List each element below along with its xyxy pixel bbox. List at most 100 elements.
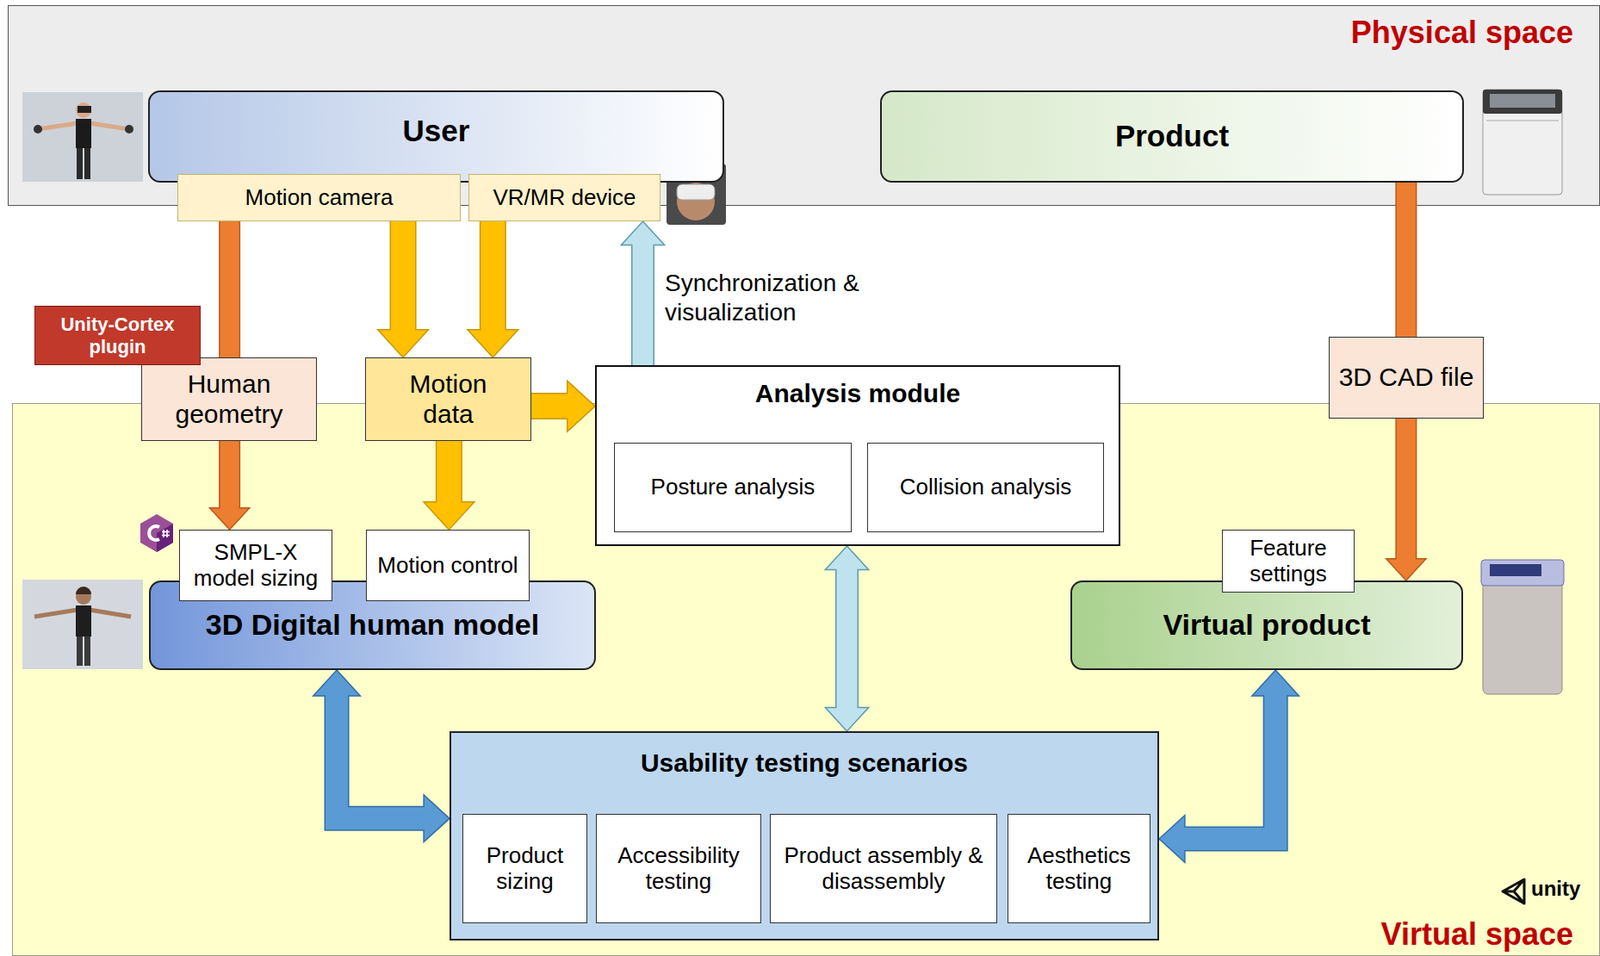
arrow-outline xyxy=(1395,418,1417,559)
head xyxy=(75,589,92,605)
arrow-shaft xyxy=(480,221,505,332)
node-label: Product sizing xyxy=(466,843,583,895)
node-label: Product assembly & disassembly xyxy=(774,843,993,895)
process-box: UserMotion cameraVR/MR device xyxy=(148,90,725,183)
arrow-head xyxy=(210,508,250,530)
washer-body xyxy=(1482,576,1563,695)
node-label: Physical space xyxy=(1351,14,1574,50)
region-band: Physical spaceUserMotion cameraVR/MR dev… xyxy=(7,5,1600,206)
node-label: Virtual product xyxy=(1162,607,1371,642)
connector-arrow xyxy=(1405,182,1407,337)
virtual-washer-render xyxy=(1481,559,1564,695)
arrow-head xyxy=(423,502,475,530)
arrow-head xyxy=(378,329,429,358)
arrow-outline xyxy=(435,440,463,503)
torso xyxy=(75,605,92,637)
digital-human-render xyxy=(22,579,143,670)
arrow-shaft xyxy=(220,221,240,358)
node-label: SMPL-X model sizing xyxy=(183,539,329,592)
hair xyxy=(75,586,92,595)
plugin-box: Unity-Cortex plugin xyxy=(34,305,201,366)
arm xyxy=(34,609,78,617)
device-box: VR/MR device xyxy=(468,173,661,222)
connector-arrow xyxy=(378,221,429,358)
data-box: 3D CAD file xyxy=(1328,336,1484,419)
node-label: VR/MR device xyxy=(492,185,636,211)
node-label: 3D Digital human model xyxy=(205,607,540,642)
arrow-outline xyxy=(218,440,241,509)
csharp-icon xyxy=(595,744,628,782)
scenario-box: Aesthetics testing xyxy=(1007,813,1151,924)
connector-arrow xyxy=(313,669,450,843)
function-box: SMPL-X model sizing xyxy=(179,529,333,602)
arrow-outline xyxy=(531,392,568,420)
process-box: Product xyxy=(880,90,1464,183)
node-label: Product xyxy=(1115,118,1229,154)
controller xyxy=(33,124,43,134)
leg xyxy=(76,636,83,666)
logo-text: unity xyxy=(1531,876,1581,902)
node-label: Human geometry xyxy=(145,369,313,429)
module-box: Usability testing scenariosProduct sizin… xyxy=(449,731,1160,941)
arrow-head xyxy=(313,669,361,696)
render-ground xyxy=(22,579,143,670)
arrow-outline xyxy=(631,245,655,366)
arrow-head xyxy=(824,706,869,732)
node-label: Motion camera xyxy=(245,185,394,211)
arrow-head xyxy=(1252,669,1300,696)
node-label: Feature settings xyxy=(1226,535,1351,588)
connector-arrow xyxy=(229,221,230,358)
csharp-icon xyxy=(709,374,743,413)
csharp-icon xyxy=(595,744,628,782)
washer-edge xyxy=(1486,119,1559,122)
unity-logo xyxy=(1502,879,1525,904)
arrow-shaft xyxy=(220,440,240,510)
washer-panel xyxy=(1489,564,1542,577)
washer-top xyxy=(1482,89,1563,114)
node-label: Unity-Cortex plugin xyxy=(38,313,197,358)
module-box: Analysis modulePosture analysisCollision… xyxy=(595,365,1121,546)
node-label: Aesthetics testing xyxy=(1011,843,1147,895)
csharp-icon xyxy=(140,514,174,552)
arrow-head xyxy=(1159,815,1185,863)
head xyxy=(75,102,92,118)
controller xyxy=(124,124,134,134)
connector-arrow xyxy=(620,221,664,366)
arrow-head xyxy=(467,329,519,358)
arrow-outline xyxy=(218,221,241,358)
leg xyxy=(76,148,83,180)
arrow-head xyxy=(567,380,596,432)
arrow-head xyxy=(620,221,664,246)
node-label: Posture analysis xyxy=(651,474,816,501)
arm xyxy=(89,609,131,617)
arrow-head xyxy=(423,794,450,843)
arrow-outline xyxy=(835,570,859,708)
node-label: 3D CAD file xyxy=(1339,362,1475,393)
washer-photo xyxy=(1482,89,1563,195)
function-box: Posture analysis xyxy=(613,442,852,533)
node-label: Motion data xyxy=(384,369,512,429)
node-label: Virtual space xyxy=(1381,916,1574,952)
connector-arrow xyxy=(467,221,519,358)
arrow-shaft xyxy=(837,568,858,710)
node-label: User xyxy=(403,113,471,149)
node-label: Motion control xyxy=(377,552,518,579)
washer-lid xyxy=(1489,93,1556,108)
arm xyxy=(89,123,130,130)
scenario-box: Product sizing xyxy=(462,813,588,924)
arrow-shaft xyxy=(531,394,570,419)
unity-logo xyxy=(1502,879,1525,904)
connector-arrow xyxy=(423,440,475,530)
leg xyxy=(84,148,91,180)
csharp-icon xyxy=(709,374,743,413)
arrow-shaft xyxy=(436,440,461,504)
function-box: Collision analysis xyxy=(867,442,1104,533)
headset xyxy=(676,184,715,200)
arrow-shaft xyxy=(336,694,426,819)
arrow-head xyxy=(824,545,869,571)
node-label: Collision analysis xyxy=(899,474,1072,501)
arrow-shaft xyxy=(632,243,654,366)
arrow-shaft xyxy=(1396,418,1416,561)
edge-label: Synchronization & visualization xyxy=(664,268,881,327)
photo-ground xyxy=(666,163,726,225)
